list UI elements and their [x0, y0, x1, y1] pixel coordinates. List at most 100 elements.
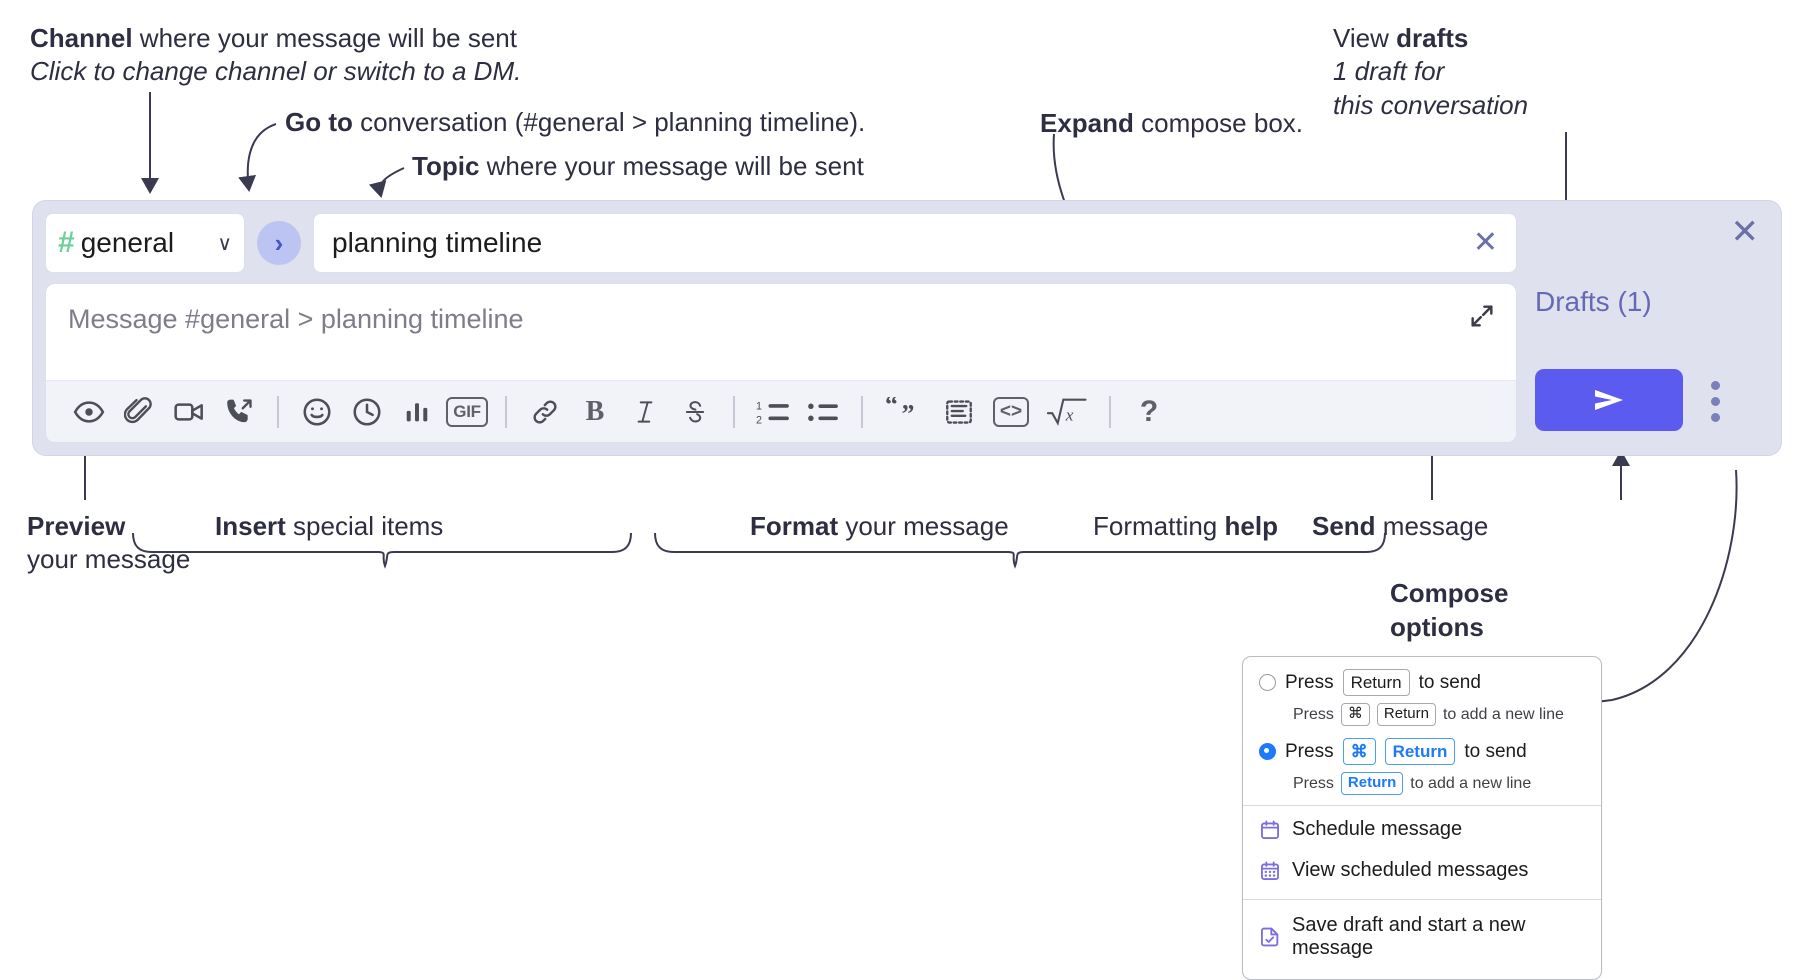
calendar-grid-icon [1259, 860, 1281, 882]
topic-input[interactable]: planning timeline ✕ [313, 213, 1517, 273]
compose-inner: # general ∨ › planning timeline ✕ Messag… [45, 213, 1517, 445]
annotation-help: Formatting help [1093, 510, 1278, 543]
menu-item-view-scheduled-messages[interactable]: View scheduled messages [1243, 850, 1601, 891]
option1-sub-press: Press [1293, 705, 1334, 723]
annotation-compose-options-l1: Compose [1390, 578, 1509, 608]
compose-options-button[interactable] [1711, 381, 1720, 422]
toolbar-divider-4 [861, 395, 863, 428]
attachment-icon[interactable] [114, 389, 164, 435]
compose-options-menu: Press Return to send Press ⌘ Return to a… [1242, 656, 1602, 980]
formatting-toolbar: GIF B [46, 380, 1516, 442]
annotation-preview-bold: Preview [27, 511, 126, 541]
audio-huddle-icon[interactable] [214, 389, 264, 435]
message-input[interactable]: Message #general > planning timeline [45, 283, 1517, 443]
link-icon[interactable] [520, 389, 570, 435]
toolbar-divider-5 [1109, 395, 1111, 428]
annotation-goto-bold: Go to [285, 107, 353, 137]
menu-item-schedule-message[interactable]: Schedule message [1243, 806, 1601, 850]
key-command: ⌘ [1342, 738, 1376, 766]
calendar-icon [1259, 819, 1281, 841]
annotation-expand-bold: Expand [1040, 108, 1134, 138]
strikethrough-icon[interactable] [670, 389, 720, 435]
annotation-topic: Topic where your message will be sent [412, 150, 864, 183]
compose-right-rail: ✕ Drafts (1) [1515, 201, 1781, 457]
radio-button-selected[interactable] [1259, 743, 1276, 761]
preview-icon[interactable] [64, 389, 114, 435]
annotation-format-bold: Format [750, 511, 839, 541]
menu-divider-2 [1243, 899, 1601, 900]
option1-sub-tail: to add a new line [1442, 705, 1564, 723]
help-glyph: ? [1139, 394, 1159, 428]
option2-sub-tail: to add a new line [1410, 774, 1532, 792]
equation-icon[interactable]: x [1038, 389, 1096, 435]
compose-header-row: # general ∨ › planning timeline ✕ [45, 213, 1517, 273]
channel-picker[interactable]: # general ∨ [45, 213, 245, 273]
compose-panel: # general ∨ › planning timeline ✕ Messag… [32, 200, 1782, 456]
annotation-goto: Go to conversation (#general > planning … [285, 106, 865, 139]
svg-text:1: 1 [756, 400, 762, 412]
gif-icon[interactable]: GIF [442, 389, 492, 435]
draft-check-icon [1259, 926, 1281, 948]
menu-item-label: Save draft and start a new message [1292, 914, 1526, 959]
annotation-preview: Preview your message [27, 510, 190, 577]
ordered-list-icon[interactable]: 1 2 [748, 389, 798, 435]
send-button[interactable] [1535, 369, 1683, 431]
close-icon[interactable]: ✕ [1730, 213, 1760, 251]
expand-icon[interactable] [1468, 302, 1496, 330]
code-block-icon[interactable] [934, 389, 984, 435]
drafts-link[interactable]: Drafts (1) [1535, 286, 1652, 317]
annotation-help-plain: Formatting [1093, 511, 1225, 541]
toolbar-divider [277, 395, 279, 428]
key-return: Return [1340, 772, 1404, 795]
annotation-channel-bold: Channel [30, 23, 133, 53]
clock-icon[interactable] [342, 389, 392, 435]
annotation-compose-options-l2: options [1390, 611, 1484, 642]
svg-text:x: x [1065, 405, 1074, 424]
chevron-down-icon: ∨ [217, 232, 232, 255]
kebab-dot [1711, 397, 1720, 406]
annotation-channel-rest: where your message will be sent [132, 23, 517, 53]
kebab-dot [1711, 413, 1720, 422]
draft-group: Save draft and start a new message [1243, 900, 1601, 979]
annotation-insert-bold: Insert [215, 511, 286, 541]
menu-item-label: View scheduled messages [1292, 859, 1529, 881]
poll-icon[interactable] [392, 389, 442, 435]
send-option-return[interactable]: Press Return to send [1259, 669, 1585, 697]
hash-icon: # [58, 226, 75, 259]
toolbar-divider-3 [733, 395, 735, 428]
topic-value: planning timeline [332, 227, 543, 258]
send-shortcut-options: Press Return to send Press ⌘ Return to a… [1243, 657, 1601, 805]
close-icon[interactable]: ✕ [1472, 226, 1498, 259]
annotation-help-bold: help [1224, 511, 1278, 541]
annotation-expand: Expand compose box. [1040, 107, 1303, 140]
annotation-drafts-italic-1: 1 draft for [1333, 56, 1445, 87]
key-return: Return [1384, 738, 1456, 766]
bold-icon[interactable]: B [570, 389, 620, 435]
annotation-channel-italic: Click to change channel or switch to a D… [30, 56, 522, 87]
key-command: ⌘ [1340, 703, 1370, 726]
send-option-cmd-return[interactable]: Press ⌘ Return to send [1259, 738, 1585, 766]
emoji-icon[interactable] [292, 389, 342, 435]
go-to-conversation-button[interactable]: › [257, 221, 301, 265]
toolbar-divider-2 [505, 395, 507, 428]
annotation-drafts-bold: drafts [1396, 23, 1469, 53]
channel-name: general [80, 227, 175, 258]
bulleted-list-icon[interactable] [798, 389, 848, 435]
send-icon [1595, 390, 1623, 410]
annotation-send-rest: message [1375, 511, 1489, 541]
schedule-group: Schedule message View scheduled messages [1243, 806, 1601, 899]
option1-press: Press [1285, 671, 1334, 693]
gif-label: GIF [446, 396, 488, 427]
italic-icon[interactable] [620, 389, 670, 435]
inline-code-icon[interactable]: <> [984, 389, 1038, 435]
blockquote-icon[interactable]: “ ” [876, 389, 934, 435]
help-icon[interactable]: ? [1124, 389, 1174, 435]
option2-press: Press [1285, 740, 1334, 762]
annotation-topic-rest: where your message will be sent [479, 151, 864, 181]
radio-button[interactable] [1259, 674, 1276, 692]
menu-item-save-draft[interactable]: Save draft and start a new message [1243, 902, 1601, 969]
annotation-goto-rest: conversation (#general > planning timeli… [352, 107, 866, 137]
annotation-format: Format your message [750, 510, 1009, 543]
svg-text:”: ” [901, 399, 914, 426]
video-icon[interactable] [164, 389, 214, 435]
